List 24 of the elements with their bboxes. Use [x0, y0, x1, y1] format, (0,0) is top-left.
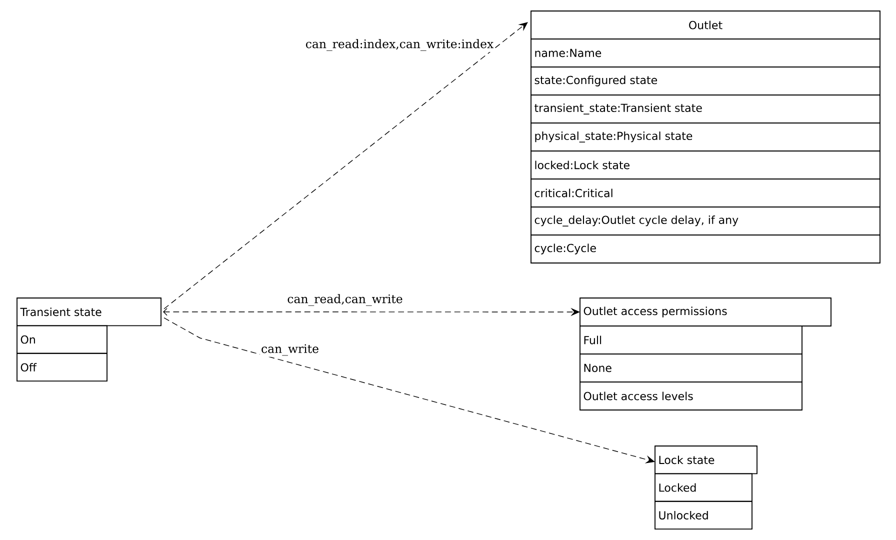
table-header: Lock state: [654, 446, 758, 474]
table-cell: cycle:Cycle: [530, 234, 880, 264]
table-cell: Off: [16, 352, 108, 382]
arrow: [164, 22, 528, 310]
table-cell: cycle_delay:Outlet cycle delay, if any: [530, 206, 880, 236]
table-cell: critical:Critical: [530, 178, 880, 208]
table-cell: locked:Lock state: [530, 150, 880, 180]
table-header: Outlet: [530, 10, 880, 40]
table-cell: transient_state:Transient state: [530, 94, 880, 124]
edge-label: can_write: [260, 343, 320, 357]
arrow: [164, 317, 655, 464]
edge-label: can_read,can_write: [286, 293, 404, 307]
table-header: Transient state: [16, 298, 162, 326]
table-cell: On: [16, 325, 108, 354]
edge-label: can_read:index,can_write:index: [304, 38, 495, 52]
table-cell: Unlocked: [654, 500, 752, 530]
table-cell: None: [580, 354, 802, 382]
table-header: Outlet access permissions: [580, 298, 832, 326]
table-cell: Outlet access levels: [580, 382, 802, 410]
table-cell: Full: [580, 326, 802, 354]
table-cell: name:Name: [530, 38, 880, 68]
table-cell: physical_state:Physical state: [530, 122, 880, 152]
table-cell: Locked: [654, 473, 752, 502]
table-cell: state:Configured state: [530, 66, 880, 96]
